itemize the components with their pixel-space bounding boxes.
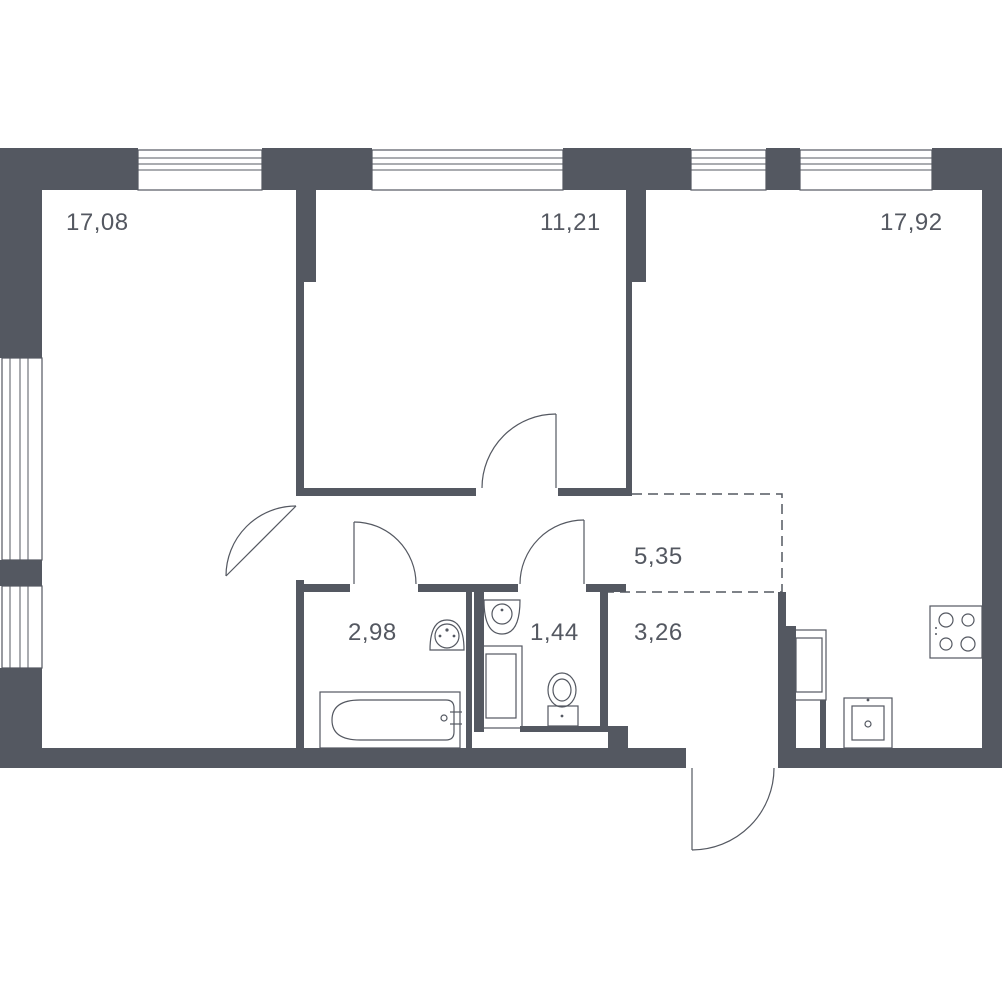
window-icon <box>371 149 564 191</box>
room-area-kitchen-living: 17,92 <box>880 209 943 236</box>
washing-machine-icon <box>479 645 523 729</box>
room-area-corridor: 3,26 <box>634 619 683 646</box>
washing-machine-icon <box>791 629 827 701</box>
stove-icon <box>929 605 983 659</box>
washbasin-icon <box>483 599 521 635</box>
window-icon <box>799 149 933 191</box>
window-icon <box>1 585 43 669</box>
door-swing-icon <box>225 505 297 577</box>
window-icon <box>1 357 43 561</box>
window-icon <box>137 149 263 191</box>
toilet-icon <box>547 672 579 727</box>
door-swing-icon <box>353 521 417 585</box>
sink-icon <box>843 697 893 749</box>
door-swing-icon <box>481 413 557 489</box>
washbasin-icon <box>429 619 465 651</box>
room-area-bathroom: 2,98 <box>348 619 397 646</box>
door-swing-icon <box>691 767 775 851</box>
hallway-zone-outline <box>608 493 783 593</box>
exterior-walls <box>0 148 1002 768</box>
bathtub-icon <box>319 691 462 749</box>
room-area-bedroom-middle: 11,21 <box>540 209 601 236</box>
door-swing-icon <box>519 519 585 585</box>
interior-walls <box>296 190 826 748</box>
room-area-toilet: 1,44 <box>530 619 579 646</box>
room-area-bedroom-left: 17,08 <box>66 209 129 236</box>
window-icon <box>690 149 767 191</box>
room-area-hallway: 5,35 <box>634 543 683 570</box>
